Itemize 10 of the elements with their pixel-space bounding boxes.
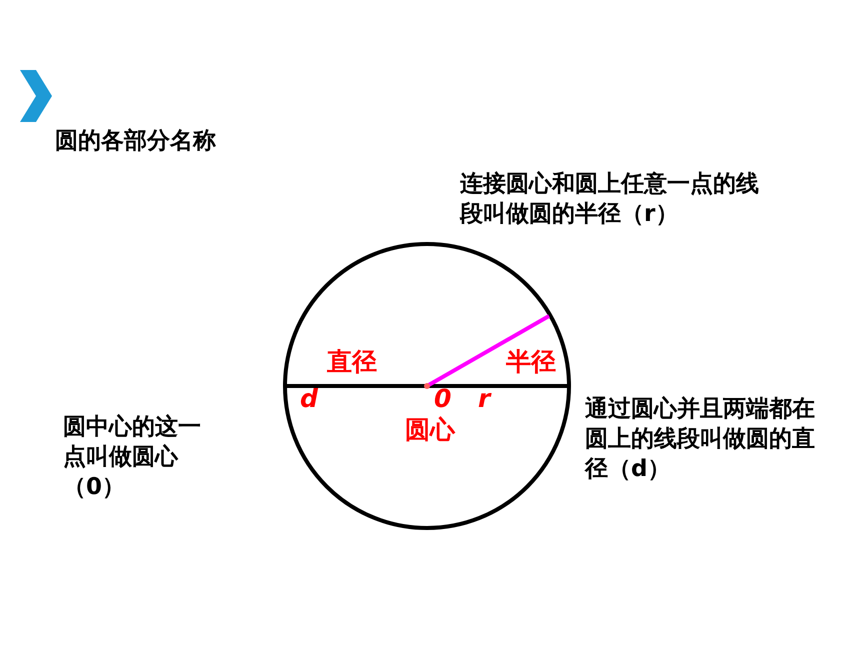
radius-definition: 连接圆心和圆上任意一点的线段叫做圆的半径（r） [460, 170, 760, 229]
center-label: 圆心 [405, 414, 455, 446]
center-definition: 圆中心的这一点叫做圆心（0） [63, 413, 202, 502]
diameter-label: 直径 [327, 346, 377, 378]
diameter-symbol: d [300, 383, 318, 415]
center-symbol: 0 [434, 383, 452, 415]
radius-symbol: r [478, 383, 490, 415]
title: 圆的各部分名称 [55, 127, 216, 156]
radius-label: 半径 [506, 346, 556, 378]
diameter-definition: 通过圆心并且两端都在圆上的线段叫做圆的直径（d） [585, 395, 815, 484]
